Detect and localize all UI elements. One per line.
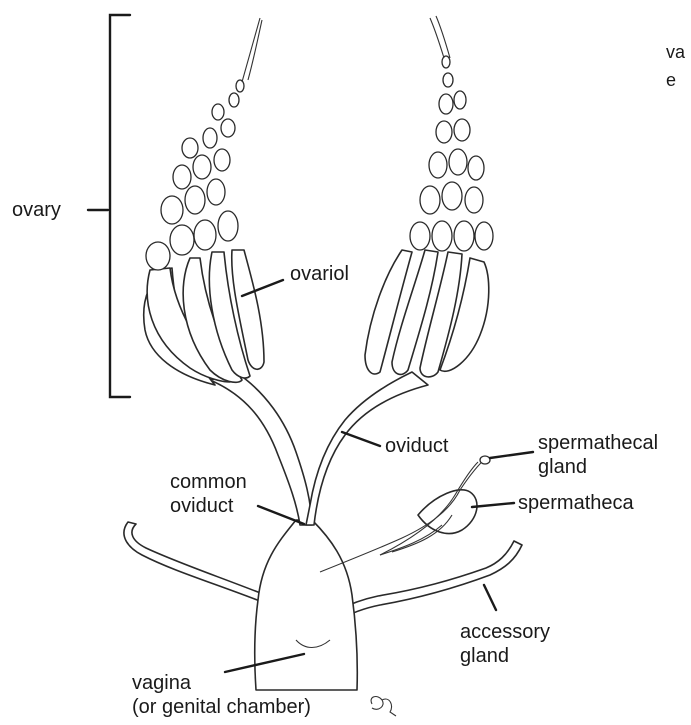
label-spermathecal-gland: spermathecal gland [538, 431, 658, 479]
label-cropped-corner: va e [666, 38, 685, 94]
label-spermatheca: spermatheca [518, 491, 634, 515]
signature-mark [371, 697, 396, 716]
label-common-oviduct: common oviduct [170, 470, 247, 518]
label-accessory-gland: accessory gland [460, 620, 550, 668]
spermatheca-shape [418, 490, 477, 534]
accessory-gland-leader-line [484, 585, 496, 610]
right-ovary [365, 16, 493, 377]
left-ovary [144, 18, 264, 385]
label-vagina: vagina (or genital chamber) [132, 671, 311, 719]
label-ovariol: ovariol [290, 262, 349, 286]
oviduct-leader-line [342, 432, 380, 446]
ovary-bracket [110, 15, 130, 397]
spermathecal-gland-leader-line [490, 452, 533, 458]
label-oviduct: oviduct [385, 434, 448, 458]
label-ovary: ovary [12, 198, 61, 222]
vagina-shape [255, 520, 358, 690]
spermatheca-leader-line [472, 503, 514, 507]
